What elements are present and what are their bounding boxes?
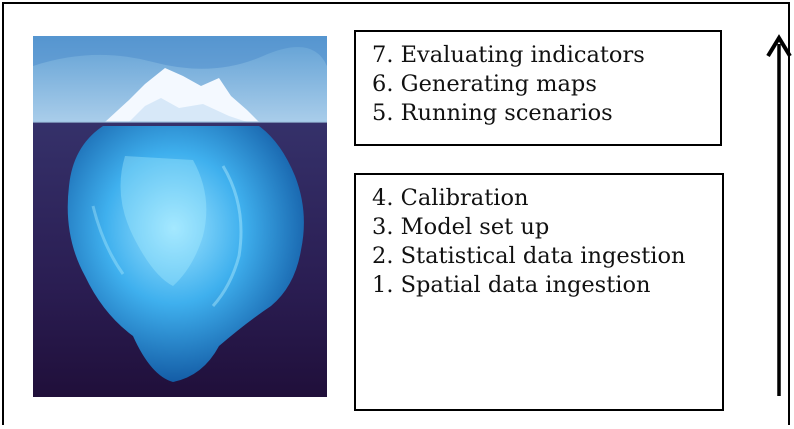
- upper-steps-box: 7. Evaluating indicators 6. Generating m…: [354, 30, 722, 146]
- upward-arrow-icon: [766, 34, 792, 396]
- iceberg-image: [33, 36, 327, 397]
- step-2: 2. Statistical data ingestion: [372, 243, 686, 269]
- step-4: 4. Calibration: [372, 185, 529, 211]
- step-1: 1. Spatial data ingestion: [372, 272, 651, 298]
- lower-steps-box: 4. Calibration 3. Model set up 2. Statis…: [354, 173, 724, 411]
- step-5: 5. Running scenarios: [372, 100, 613, 126]
- step-3: 3. Model set up: [372, 214, 550, 240]
- step-7: 7. Evaluating indicators: [372, 42, 645, 68]
- step-6: 6. Generating maps: [372, 71, 597, 97]
- figure-frame: [2, 2, 790, 425]
